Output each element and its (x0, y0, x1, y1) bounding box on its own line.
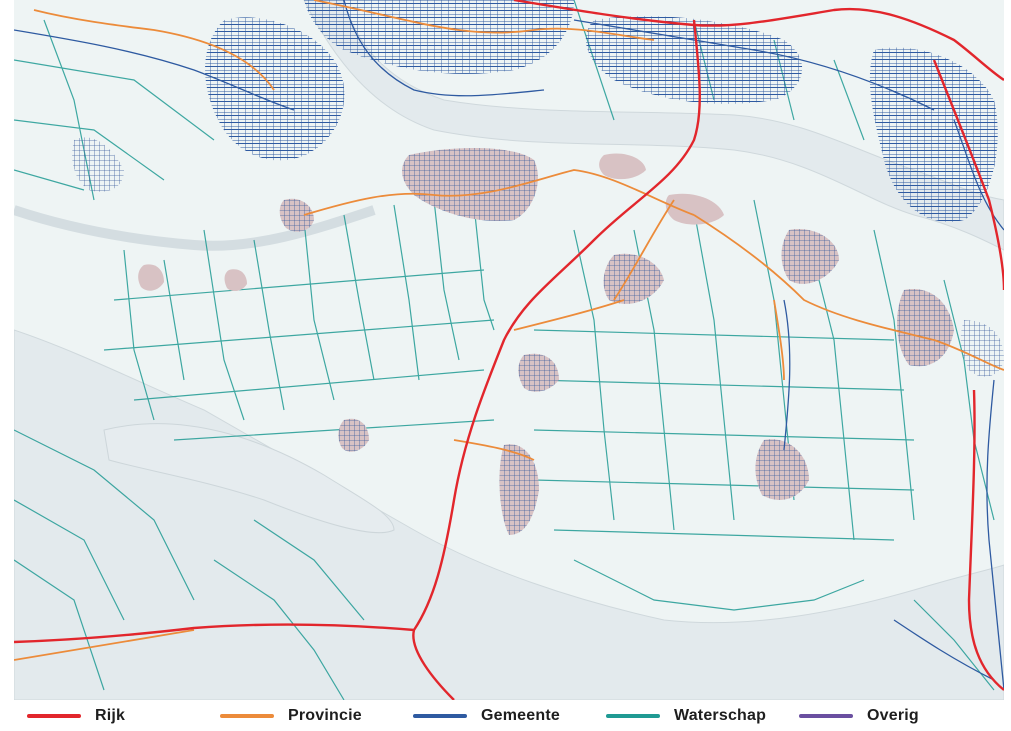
legend-item-provincie: Provincie (220, 707, 362, 725)
legend-item-gemeente: Gemeente (413, 707, 560, 725)
legend-label-provincie: Provincie (288, 707, 362, 724)
river-north (303, 0, 1004, 251)
gemeente-roads (14, 0, 1004, 691)
provincie-roads (14, 0, 1004, 661)
river-west-branch (14, 205, 376, 251)
legend-item-waterschap: Waterschap (606, 707, 766, 725)
rijk-roads (14, 0, 1004, 700)
legend-item-overig: Overig (799, 707, 919, 725)
legend-swatch-waterschap (606, 714, 660, 718)
legend-label-gemeente: Gemeente (481, 707, 560, 724)
legend-swatch-provincie (220, 714, 274, 718)
legend-label-waterschap: Waterschap (674, 707, 767, 724)
legend-label-overig: Overig (867, 707, 919, 724)
road-network-map[interactable] (14, 0, 1004, 700)
river-south (14, 329, 1004, 700)
legend-swatch-rijk (27, 714, 81, 718)
legend-swatch-gemeente (413, 714, 467, 718)
gemeente-urban-areas (72, 0, 1004, 377)
legend-item-rijk: Rijk (27, 707, 125, 725)
legend-label-rijk: Rijk (95, 707, 126, 724)
legend-swatch-overig (799, 714, 853, 718)
built-up-areas (138, 148, 954, 535)
legend: Rijk Provincie Gemeente Waterschap Overi… (0, 700, 1011, 731)
